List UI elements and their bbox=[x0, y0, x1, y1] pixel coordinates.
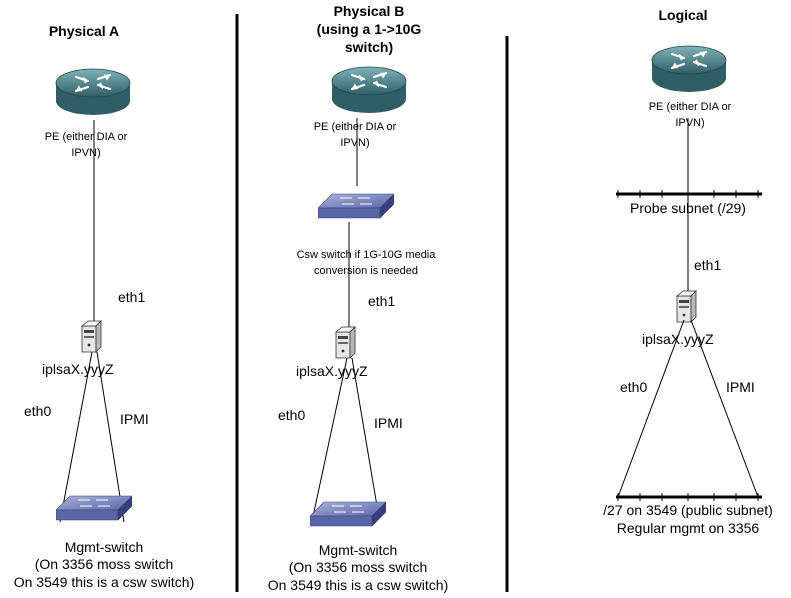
host-label: iplsaX.yyyZ bbox=[42, 361, 114, 377]
host-label: iplsaX.yyyZ bbox=[296, 363, 368, 379]
host-label: iplsaX.yyyZ bbox=[642, 331, 714, 347]
server-icon bbox=[335, 326, 356, 359]
ipmi-link bbox=[96, 351, 125, 523]
eth1-label: eth1 bbox=[118, 289, 145, 305]
pe-label-line2: IPVN) bbox=[340, 137, 369, 149]
server-icon bbox=[676, 290, 697, 323]
pe-label-line2: IPVN) bbox=[71, 147, 100, 159]
eth0-label: eth0 bbox=[24, 403, 51, 419]
mgmt-label-line3: On 3549 this is a csw switch) bbox=[268, 577, 449, 593]
physical-b-title-line2: (using a 1->10G bbox=[317, 21, 422, 37]
mgmt-label-line2: (On 3356 moss switch bbox=[35, 556, 174, 572]
logical-title: Logical bbox=[658, 7, 707, 23]
pe-router-icon bbox=[330, 65, 408, 115]
column-physical-a: Physical A PE (either DIA or IPVN) eth1 … bbox=[14, 23, 195, 590]
pe-router-icon bbox=[54, 67, 132, 117]
csw-label-line1: Csw switch if 1G-10G media bbox=[297, 249, 437, 261]
ipmi-link bbox=[351, 357, 379, 513]
physical-a-title: Physical A bbox=[49, 23, 119, 39]
mgmt-label-line2: (On 3356 moss switch bbox=[289, 559, 428, 575]
ipmi-label: IPMI bbox=[726, 379, 755, 395]
eth1-label: eth1 bbox=[694, 257, 721, 273]
csw-label-line2: conversion is needed bbox=[314, 265, 418, 277]
physical-b-title-line3: switch) bbox=[345, 39, 393, 55]
column-physical-b: Physical B (using a 1->10G switch) PE (e… bbox=[268, 3, 449, 593]
mgmt-switch-icon bbox=[310, 501, 386, 527]
eth0-label: eth0 bbox=[278, 407, 305, 423]
eth1-label: eth1 bbox=[368, 293, 395, 309]
mgmt-label-line3: On 3549 this is a csw switch) bbox=[14, 574, 195, 590]
probe-subnet-label: Probe subnet (/29) bbox=[630, 200, 746, 216]
eth0-link bbox=[313, 357, 348, 513]
pe-label-line1: PE (either DIA or bbox=[314, 121, 397, 133]
eth0-link bbox=[59, 351, 93, 523]
pe-router-icon bbox=[650, 44, 728, 94]
eth0-label: eth0 bbox=[620, 379, 647, 395]
pe-label-line1: PE (either DIA or bbox=[45, 131, 128, 143]
pe-label-line1: PE (either DIA or bbox=[649, 101, 732, 113]
column-logical: Logical PE (either DIA or IPVN) Probe su… bbox=[603, 7, 773, 536]
eth0-link bbox=[617, 319, 685, 498]
ipmi-link bbox=[690, 319, 759, 498]
pe-label-line2: IPVN) bbox=[675, 117, 704, 129]
server-icon bbox=[81, 320, 102, 353]
mgmt-label-line1: Mgmt-switch bbox=[65, 539, 144, 555]
physical-b-title-line1: Physical B bbox=[334, 3, 405, 19]
ipmi-label: IPMI bbox=[120, 411, 149, 427]
csw-switch-icon bbox=[318, 193, 394, 219]
mgmt-label-line1: Mgmt-switch bbox=[319, 542, 398, 558]
mgmt-switch-icon bbox=[56, 495, 132, 521]
ipmi-label: IPMI bbox=[374, 415, 403, 431]
public-subnet-label-line2: Regular mgmt on 3356 bbox=[617, 520, 760, 536]
public-subnet-label-line1: /27 on 3549 (public subnet) bbox=[603, 502, 773, 518]
